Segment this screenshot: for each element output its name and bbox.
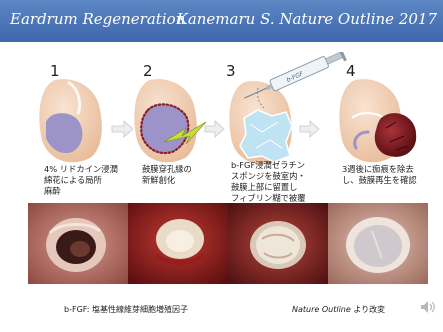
arrow-2-to-3: [205, 121, 224, 137]
clinical-photo-3: [228, 203, 328, 284]
caption-line: b-FGF浸潤ゼラチン: [231, 160, 306, 171]
clinical-photo-4: [328, 203, 428, 284]
arrow-3-to-4: [300, 121, 319, 137]
caption-line: 新鮮創化: [142, 175, 192, 186]
step-2-number: 2: [143, 62, 153, 80]
step-2-caption: 鼓膜穿孔縁の 新鮮創化: [142, 164, 192, 186]
gelatin-sponge-icon: [240, 110, 292, 162]
reference-citation: Kanemaru S. Nature Outline 2017: [177, 10, 437, 28]
slide-title: Eardrum Regeneration: [10, 10, 185, 28]
step-1-caption: 4% リドカイン浸潤 綿花による局所 麻酔: [44, 164, 118, 197]
step-3-number: 3: [226, 62, 236, 80]
clinical-photo-strip: [28, 203, 428, 284]
step-1-illustration: [39, 79, 101, 162]
caption-line: 麻酔: [44, 186, 118, 197]
abbreviation-note: b-FGF: 塩基性線維芽細胞増殖因子: [64, 304, 188, 315]
step-4-caption: 3週後に痂痕を除去 し、鼓膜再生を確認: [342, 164, 417, 186]
caption-line: 鼓膜穿孔縁の: [142, 164, 192, 175]
arrow-1-to-2: [112, 121, 133, 137]
source-journal: Nature Outline: [292, 305, 351, 314]
caption-line: 綿花による局所: [44, 175, 118, 186]
speaker-icon[interactable]: [420, 300, 436, 314]
step-4-number: 4: [346, 62, 356, 80]
step-3-caption: b-FGF浸潤ゼラチン スポンジを鼓室内・ 鼓膜上部に留置し フィブリン糊で被覆: [231, 160, 306, 204]
step-4-illustration: [339, 79, 416, 162]
caption-line: 4% リドカイン浸潤: [44, 164, 118, 175]
title-banner: Eardrum Regeneration Kanemaru S. Nature …: [0, 0, 443, 42]
caption-line: 3週後に痂痕を除去: [342, 164, 417, 175]
clinical-photo-2: [128, 203, 228, 284]
step-2-illustration: [134, 79, 206, 162]
source-suffix: より改変: [351, 305, 385, 314]
scab-icon: [375, 113, 416, 157]
clinical-photo-1: [28, 203, 128, 284]
caption-line: し、鼓膜再生を確認: [342, 175, 417, 186]
source-credit: Nature Outline より改変: [292, 304, 385, 315]
caption-line: スポンジを鼓室内・: [231, 171, 306, 182]
step-1-number: 1: [50, 62, 60, 80]
step-3-illustration: b-FGF: [229, 52, 346, 164]
caption-line: 鼓膜上部に留置し: [231, 182, 306, 193]
